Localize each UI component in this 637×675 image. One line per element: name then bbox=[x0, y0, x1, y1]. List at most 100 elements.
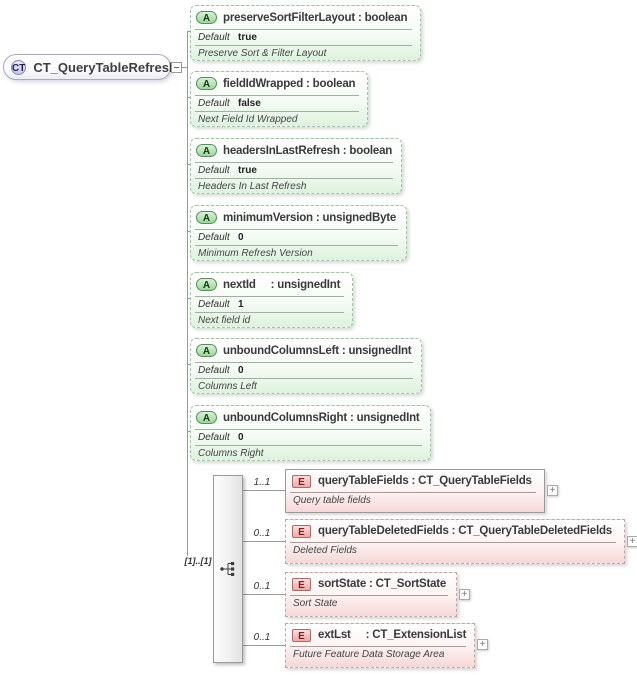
element-label: queryTableFields : CT_QueryTableFields bbox=[318, 475, 532, 487]
element-description: Deleted Fields bbox=[293, 545, 357, 556]
attribute-badge-icon: A bbox=[196, 344, 217, 357]
attribute-title: A nextId : unsignedInt bbox=[191, 273, 352, 296]
divider bbox=[290, 542, 616, 543]
connector-attr-stub bbox=[187, 298, 190, 299]
connector-elem-stub bbox=[243, 490, 285, 491]
element-badge-icon: E bbox=[292, 628, 311, 642]
element-cardinality: 0..1 bbox=[253, 632, 271, 643]
attribute-description: Preserve Sort & Filter Layout bbox=[198, 48, 327, 59]
element-node-extLst[interactable]: E extLst : CT_ExtensionList Future Featu… bbox=[285, 623, 475, 668]
element-cardinality: 0..1 bbox=[253, 528, 271, 539]
element-description: Future Feature Data Storage Area bbox=[293, 649, 445, 660]
divider bbox=[195, 296, 344, 297]
expand-button[interactable]: + bbox=[477, 639, 488, 650]
element-title: E queryTableFields : CT_QueryTableFields bbox=[286, 470, 544, 492]
sequence-group[interactable] bbox=[213, 475, 243, 663]
attribute-label: nextId : unsignedInt bbox=[223, 278, 341, 291]
element-node-queryTableFields[interactable]: E queryTableFields : CT_QueryTableFields… bbox=[285, 469, 545, 513]
element-node-sortState[interactable]: E sortState : CT_SortState Sort State bbox=[285, 572, 457, 617]
attribute-label: unboundColumnsLeft : unsignedInt bbox=[223, 344, 412, 357]
connector-root-stub bbox=[182, 67, 187, 68]
default-caption: Default bbox=[198, 165, 230, 176]
divider bbox=[195, 111, 359, 112]
divider bbox=[195, 245, 398, 246]
attribute-title: A fieldIdWrapped : boolean bbox=[191, 72, 367, 95]
attribute-label: minimumVersion : unsignedByte bbox=[223, 211, 397, 224]
default-value: 0 bbox=[238, 232, 244, 243]
connector-elem-stub bbox=[243, 541, 285, 542]
connector-attr-stub bbox=[187, 364, 190, 365]
element-badge-icon: E bbox=[292, 577, 311, 591]
divider bbox=[195, 45, 412, 46]
default-caption: Default bbox=[198, 299, 230, 310]
attribute-label: fieldIdWrapped : boolean bbox=[223, 77, 356, 90]
minus-icon bbox=[174, 67, 179, 68]
element-label: queryTableDeletedFields : CT_QueryTableD… bbox=[318, 525, 613, 537]
divider bbox=[195, 162, 393, 163]
connector-elem-stub bbox=[243, 594, 285, 595]
default-value: 1 bbox=[238, 299, 244, 310]
attribute-description: Headers In Last Refresh bbox=[198, 181, 307, 192]
attribute-badge-icon: A bbox=[196, 278, 217, 291]
attribute-label: headersInLastRefresh : boolean bbox=[223, 144, 393, 157]
attribute-default-row: Default 0 bbox=[191, 363, 421, 378]
default-caption: Default bbox=[198, 365, 230, 376]
attribute-title: A unboundColumnsLeft : unsignedInt bbox=[191, 339, 421, 362]
collapse-toggle[interactable] bbox=[171, 62, 182, 73]
element-title: E sortState : CT_SortState bbox=[286, 573, 456, 595]
attribute-node-preserveSortFilterLayout[interactable]: A preserveSortFilterLayout : boolean Def… bbox=[190, 5, 421, 61]
attribute-description: Next field id bbox=[198, 315, 251, 326]
attribute-badge-icon: A bbox=[196, 77, 217, 90]
complex-type-node[interactable]: CT CT_QueryTableRefresh bbox=[3, 54, 177, 80]
divider bbox=[195, 362, 413, 363]
divider bbox=[195, 229, 398, 230]
complex-type-name: CT_QueryTableRefresh bbox=[33, 59, 177, 75]
connector-attr-stub bbox=[187, 231, 190, 232]
connector-attr-stub bbox=[187, 164, 190, 165]
default-value: true bbox=[238, 32, 257, 43]
attribute-label: preserveSortFilterLayout : boolean bbox=[223, 11, 408, 24]
divider bbox=[195, 95, 359, 96]
expand-button[interactable]: + bbox=[459, 589, 470, 600]
default-caption: Default bbox=[198, 32, 230, 43]
default-value: true bbox=[238, 165, 257, 176]
element-node-queryTableDeletedFields[interactable]: E queryTableDeletedFields : CT_QueryTabl… bbox=[285, 519, 625, 564]
connector-attr-stub bbox=[187, 431, 190, 432]
attribute-title: A headersInLastRefresh : boolean bbox=[191, 139, 401, 162]
attribute-badge-icon: A bbox=[196, 411, 217, 424]
attribute-node-unboundColumnsRight[interactable]: A unboundColumnsRight : unsignedInt Defa… bbox=[190, 405, 431, 461]
default-value: 0 bbox=[238, 365, 244, 376]
element-title: E extLst : CT_ExtensionList bbox=[286, 624, 474, 646]
attribute-default-row: Default 1 bbox=[191, 297, 352, 312]
divider bbox=[195, 429, 422, 430]
attribute-description: Minimum Refresh Version bbox=[198, 248, 313, 259]
divider bbox=[290, 646, 466, 647]
complex-type-badge: CT bbox=[11, 59, 27, 75]
attribute-title: A unboundColumnsRight : unsignedInt bbox=[191, 406, 430, 429]
expand-button[interactable]: + bbox=[547, 485, 558, 496]
default-caption: Default bbox=[198, 432, 230, 443]
sequence-icon bbox=[220, 562, 235, 576]
connector-elem-stub bbox=[243, 645, 285, 646]
expand-button[interactable]: + bbox=[627, 536, 637, 547]
connector-attr-stub bbox=[187, 31, 190, 32]
divider bbox=[290, 492, 536, 493]
divider bbox=[195, 312, 344, 313]
attribute-description: Columns Left bbox=[198, 381, 257, 392]
attribute-badge-icon: A bbox=[196, 11, 217, 24]
attribute-node-nextId[interactable]: A nextId : unsignedInt Default 1 Next fie… bbox=[190, 272, 353, 328]
attribute-node-unboundColumnsLeft[interactable]: A unboundColumnsLeft : unsignedInt Defau… bbox=[190, 338, 422, 394]
attribute-badge-icon: A bbox=[196, 144, 217, 157]
attribute-label: unboundColumnsRight : unsignedInt bbox=[223, 411, 420, 424]
divider bbox=[195, 29, 412, 30]
element-label: sortState : CT_SortState bbox=[318, 578, 447, 590]
element-description: Query table fields bbox=[293, 495, 371, 506]
attribute-description: Columns Right bbox=[198, 448, 264, 459]
element-label: extLst : CT_ExtensionList bbox=[318, 629, 467, 641]
element-cardinality: 0..1 bbox=[253, 581, 271, 592]
attribute-node-headersInLastRefresh[interactable]: A headersInLastRefresh : boolean Default… bbox=[190, 138, 402, 194]
